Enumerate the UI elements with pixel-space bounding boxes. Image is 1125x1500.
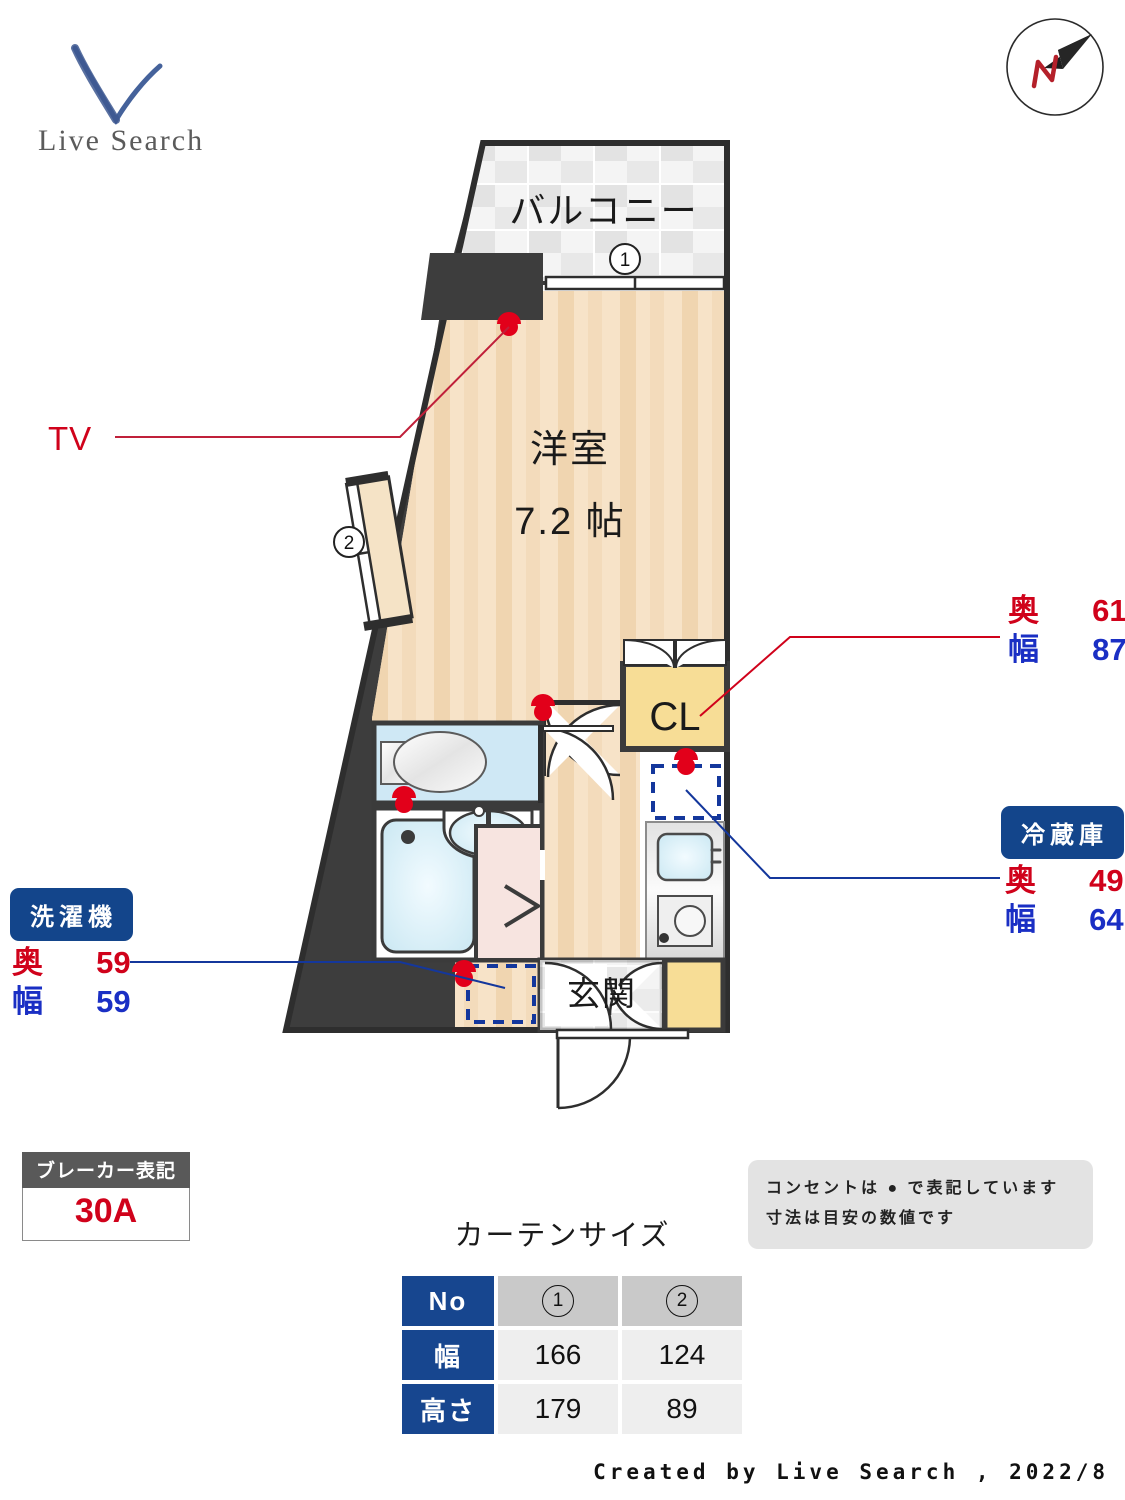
brand-logo: Live Search	[30, 40, 250, 170]
washer-depth-row: 奥 59	[12, 944, 131, 983]
window-marker-2-chip: 2	[666, 1285, 698, 1317]
fridge-width-value: 64	[1089, 901, 1124, 937]
curtain-col-1-width: 166	[498, 1330, 618, 1380]
curtain-col-1-no: 1	[498, 1276, 618, 1326]
breaker-value: 30A	[22, 1188, 190, 1241]
washer-depth-key: 奥	[12, 945, 43, 980]
washer-width-value: 59	[96, 983, 131, 1019]
curtain-row-header-no: No	[402, 1276, 494, 1326]
callout-leader-lines	[115, 326, 1000, 989]
genkan-label: 玄関	[567, 975, 637, 1012]
refrigerator-badge: 冷蔵庫	[1001, 806, 1124, 859]
outlet-markers	[392, 312, 698, 987]
plan-text-labels: バルコニー 洋室 7.2 帖 CL 玄関	[509, 190, 700, 1012]
breaker-title: ブレーカー表記	[22, 1152, 190, 1188]
window-marker-1: 1	[609, 243, 641, 275]
washer-width-row: 幅 59	[12, 983, 131, 1022]
plan-interior	[372, 291, 724, 724]
curtain-col-2-width: 124	[622, 1330, 742, 1380]
svg-text:2: 2	[344, 533, 355, 554]
fridge-depth-key: 奥	[1005, 863, 1036, 898]
entrance-area	[537, 957, 726, 1110]
closet-width-key: 幅	[1008, 631, 1039, 667]
check-v-mark-icon	[71, 44, 163, 125]
tv-outlet-label: TV	[48, 420, 93, 457]
legend-note-line2: 寸法は目安の数値です	[766, 1209, 957, 1227]
balcony-divider	[421, 253, 726, 320]
refrigerator-dimensions: 奥 49 幅 64	[1005, 862, 1124, 940]
washing-machine-badge: 洗濯機	[10, 888, 133, 941]
closet-depth-row: 奥 61	[1008, 592, 1125, 631]
cl-label: CL	[649, 695, 700, 739]
fridge-depth-value: 49	[1089, 863, 1124, 898]
brand-logo-text: Live Search	[38, 124, 205, 157]
room-label: 洋室	[530, 429, 610, 471]
washer-depth-value: 59	[96, 945, 131, 980]
table-row: No 1 2	[402, 1276, 742, 1326]
refrigerator-space	[651, 764, 721, 820]
fridge-width-key: 幅	[1005, 901, 1036, 937]
closet-depth-key: 奥	[1008, 593, 1039, 628]
fridge-depth-row: 奥 49	[1005, 862, 1124, 901]
curtain-row-header-height: 高さ	[402, 1384, 494, 1434]
washroom-area	[474, 824, 545, 962]
curtain-size-title: カーテンサイズ	[454, 1220, 671, 1252]
curtain-col-1-height: 179	[498, 1384, 618, 1434]
window-marker-2-assembly: 2	[333, 470, 414, 631]
plan-outline	[282, 140, 730, 1033]
curtain-row-header-width: 幅	[402, 1330, 494, 1380]
washer-width-key: 幅	[12, 983, 43, 1019]
floor-plan-drawing: 1 2	[115, 140, 1000, 1110]
toilet-room	[371, 720, 615, 806]
closet-width-value: 87	[1092, 631, 1125, 667]
size-label: 7.2 帖	[514, 501, 625, 543]
legend-note: コンセントは ● で表記しています 寸法は目安の数値です	[748, 1160, 1093, 1250]
footer-credit: Created by Live Search , 2022/8	[593, 1460, 1109, 1484]
balcony-label: バルコニー	[509, 190, 698, 231]
curtain-col-2-height: 89	[622, 1384, 742, 1434]
curtain-col-2-no: 2	[622, 1276, 742, 1326]
closet-width-row: 幅 87	[1008, 631, 1125, 670]
table-row: 幅 166 124	[402, 1330, 742, 1380]
legend-note-line1: コンセントは ● で表記しています	[766, 1180, 1060, 1197]
breaker-info-box: ブレーカー表記 30A	[22, 1152, 190, 1241]
window-marker-1-chip: 1	[542, 1285, 574, 1317]
kitchen-unit	[645, 821, 725, 961]
closet-dimensions: 奥 61 幅 87	[1008, 592, 1125, 670]
washing-machine-dimensions: 奥 59 幅 59	[12, 944, 131, 1022]
svg-text:1: 1	[620, 250, 631, 271]
washing-machine-space	[466, 964, 536, 1024]
compass-icon	[1000, 12, 1110, 122]
table-row: 高さ 179 89	[402, 1384, 742, 1434]
fridge-width-row: 幅 64	[1005, 901, 1124, 940]
closet-depth-value: 61	[1092, 593, 1125, 628]
curtain-size-table: No 1 2 幅 166 124 高さ 179 89	[398, 1272, 746, 1438]
